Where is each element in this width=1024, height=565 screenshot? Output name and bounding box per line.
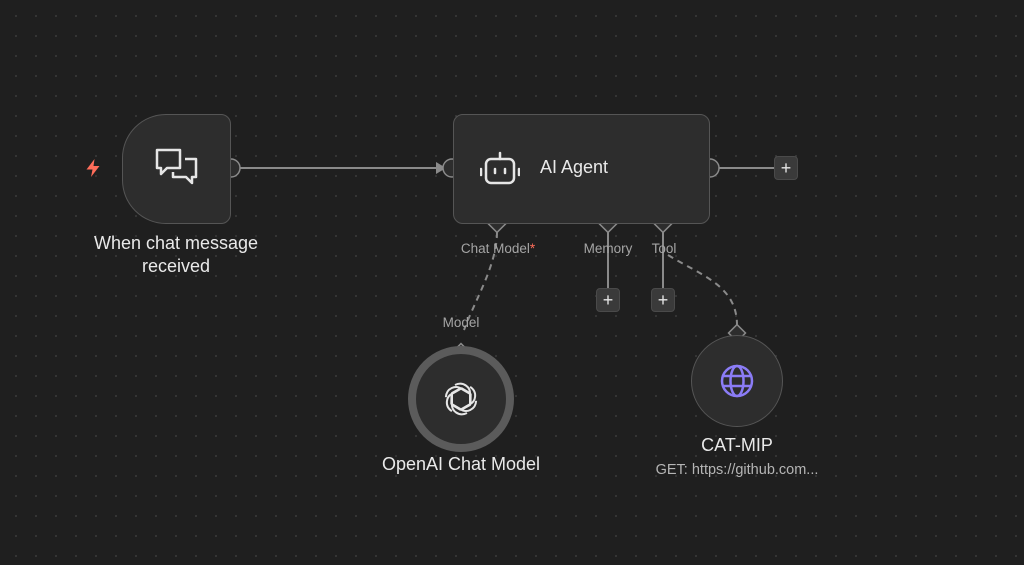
add-node-after-agent-button[interactable]: +	[774, 156, 798, 180]
memory-port-label: Memory	[583, 241, 633, 256]
trigger-node-label: When chat message received	[93, 233, 259, 276]
robot-icon	[480, 151, 520, 185]
trigger-node-chat-message[interactable]	[122, 114, 231, 224]
openai-logo-icon	[444, 382, 478, 416]
openai-chat-model-node[interactable]	[408, 346, 514, 452]
connection-tool-cat-mip[interactable]	[667, 254, 738, 326]
cat-mip-label: CAT-MIP	[701, 435, 773, 455]
tool-port-label: Tool	[651, 241, 677, 256]
ai-agent-node[interactable]: AI Agent	[453, 114, 710, 224]
connection-arrowhead	[436, 162, 446, 174]
cat-mip-subtitle: GET: https://github.com...	[655, 462, 819, 478]
ai-agent-title: AI Agent	[540, 157, 609, 177]
add-tool-button[interactable]: +	[651, 288, 675, 312]
openai-model-port-label: Model	[442, 315, 480, 330]
chat-model-port-label: Chat Model*	[460, 241, 536, 256]
lightning-bolt-icon	[86, 159, 100, 177]
required-marker: *	[529, 241, 536, 256]
cat-mip-tool-node[interactable]	[691, 335, 783, 427]
add-memory-button[interactable]: +	[596, 288, 620, 312]
connection-chat-model-openai[interactable]	[463, 231, 498, 331]
chat-bubbles-icon	[155, 148, 197, 185]
globe-icon	[720, 364, 754, 398]
openai-chat-model-label: OpenAI Chat Model	[381, 454, 541, 474]
